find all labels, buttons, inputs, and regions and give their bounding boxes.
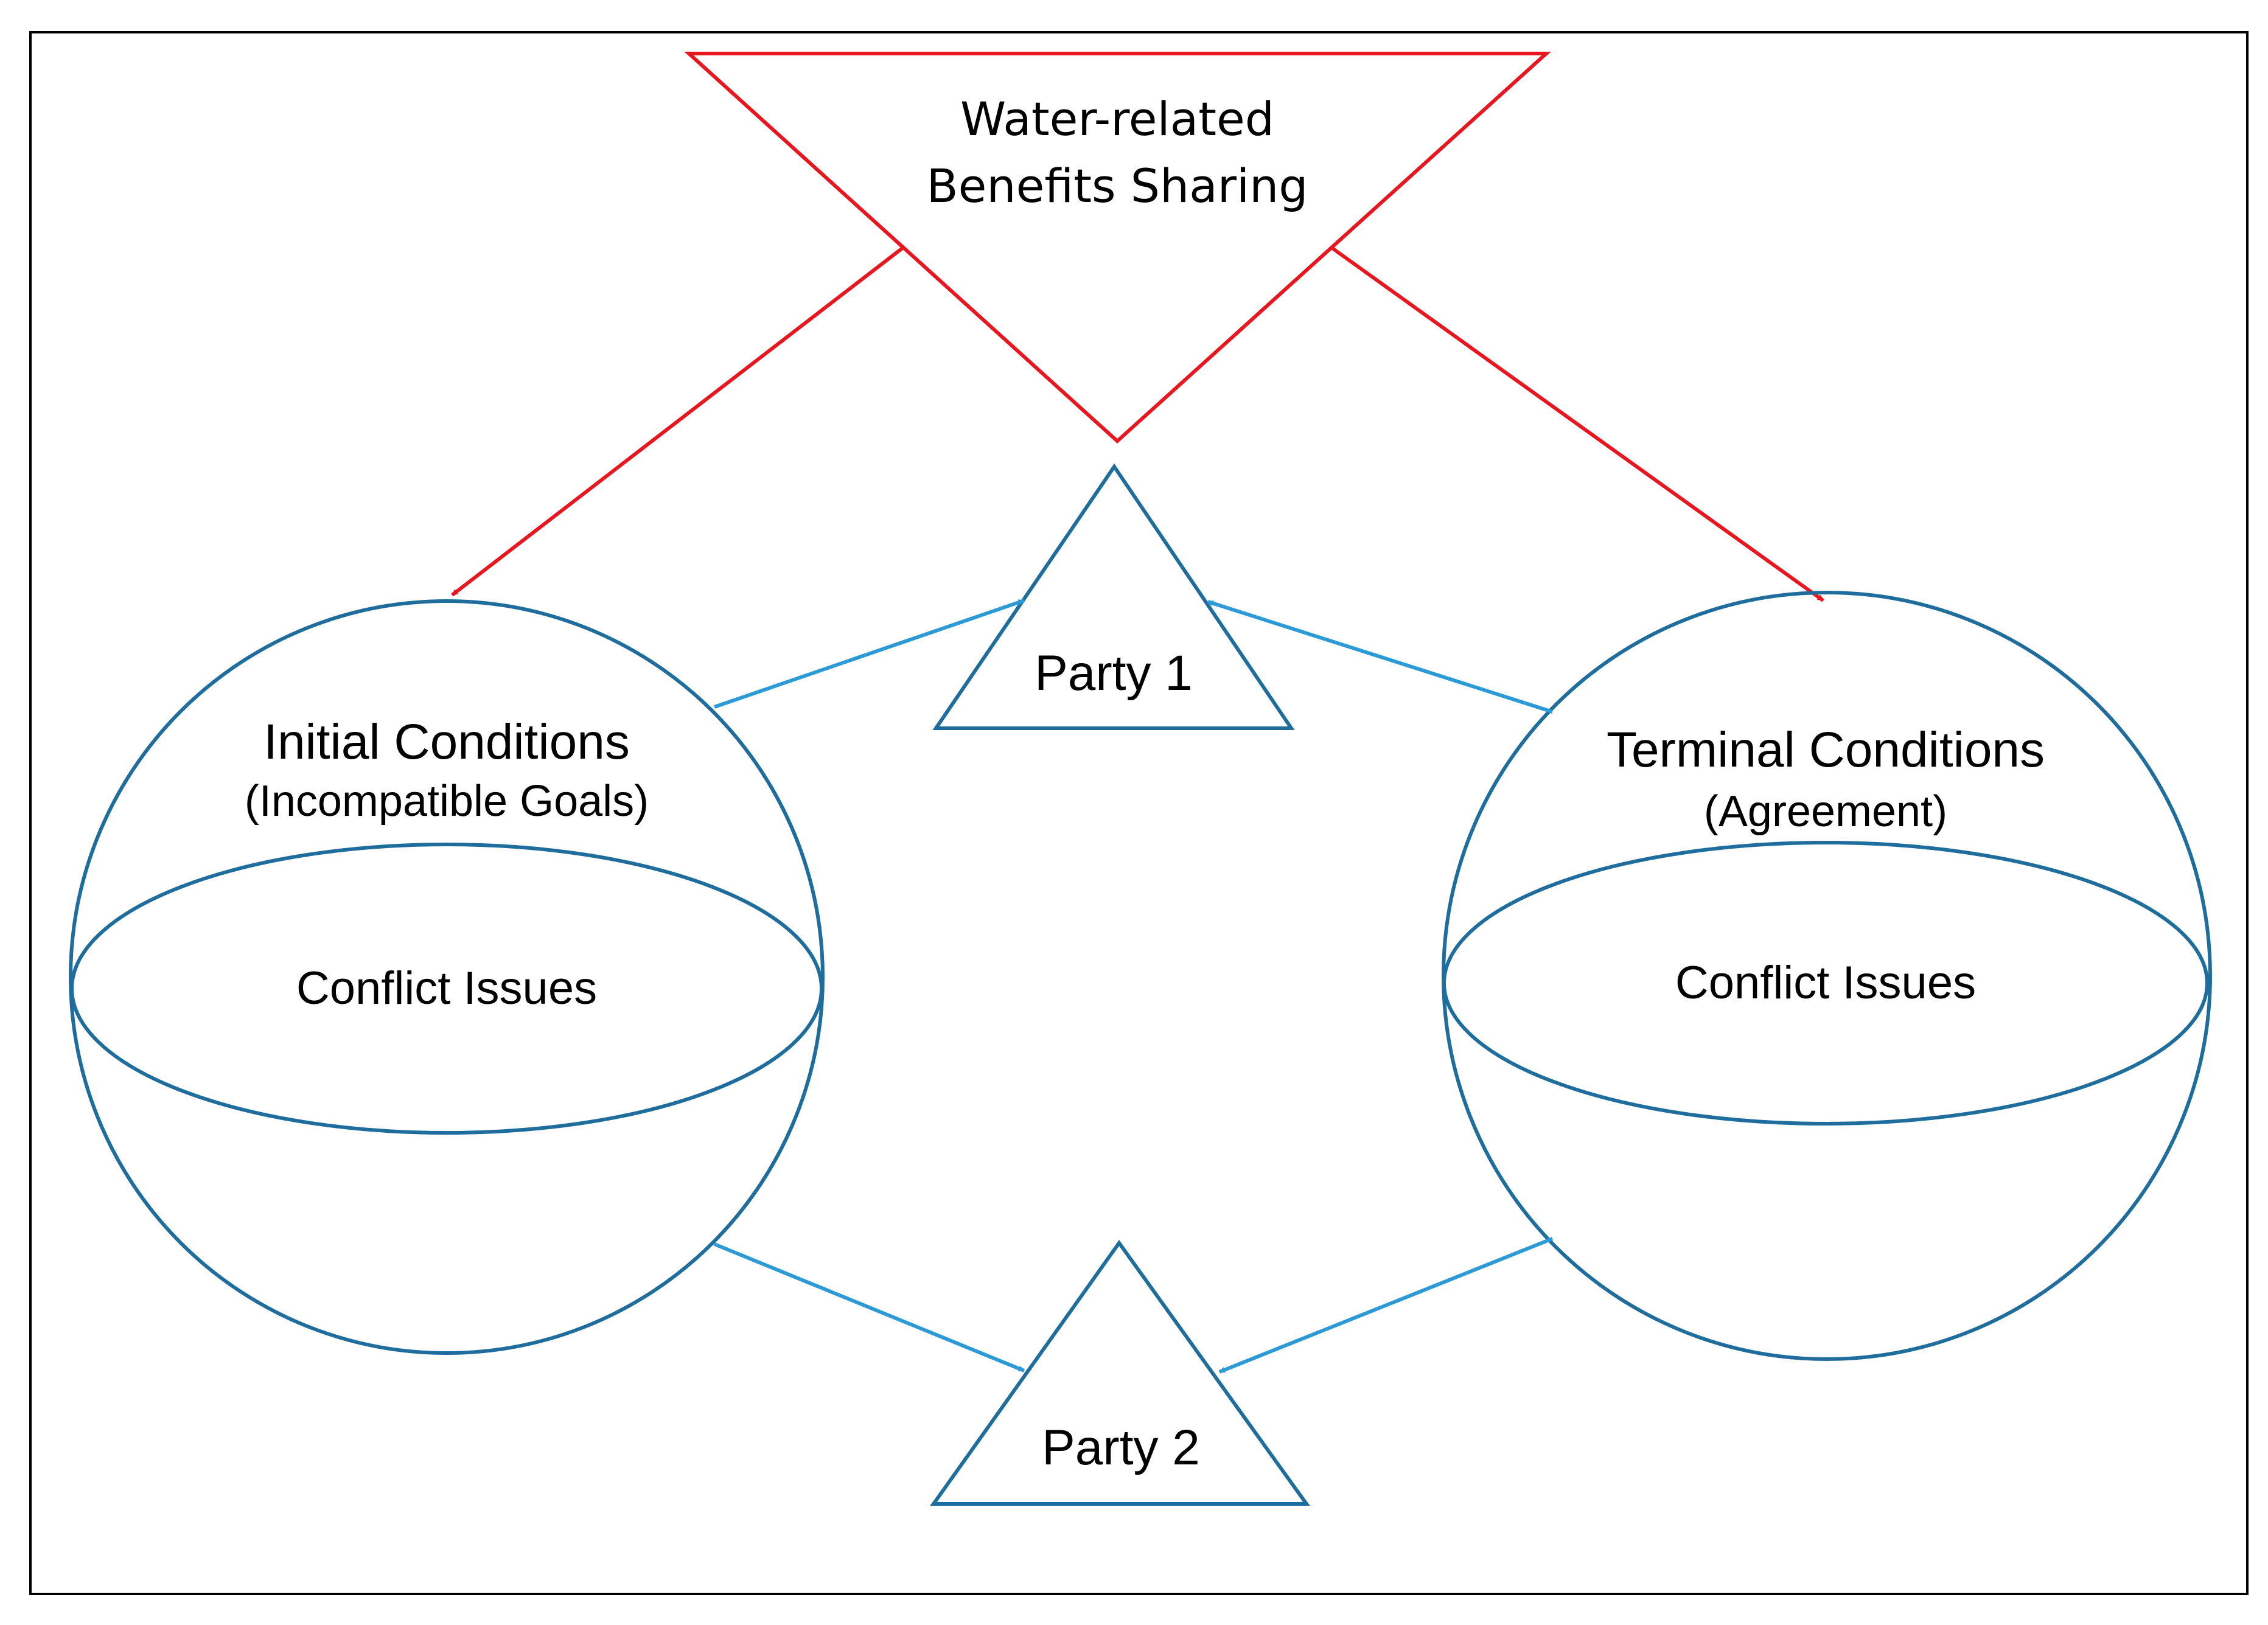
- initial-conditions-sphere: Initial Conditions (Incompatible Goals) …: [69, 599, 825, 1355]
- initial-to-party2-arrow: [713, 1242, 1025, 1373]
- terminal-title: Terminal Conditions: [1607, 722, 2045, 778]
- party2-triangle: [930, 1239, 1310, 1506]
- initial-subtitle: (Incompatible Goals): [245, 777, 649, 826]
- initial-sphere-equator: [70, 843, 823, 1135]
- initial-title: Initial Conditions: [263, 714, 630, 770]
- benefit-arrow-to-terminal: [1330, 246, 1824, 602]
- party1-label: Party 1: [1035, 645, 1193, 701]
- initial-issues: Conflict Issues: [296, 962, 597, 1014]
- terminal-to-party1-arrow: [1207, 600, 1553, 714]
- terminal-issues: Conflict Issues: [1675, 957, 1976, 1009]
- initial-to-party1-arrow: [714, 599, 1025, 709]
- terminal-to-party2-arrow: [1218, 1237, 1554, 1374]
- party1-triangle: [932, 463, 1295, 730]
- benefits-label-line1: Water-related: [960, 92, 1274, 146]
- terminal-conditions-sphere: Terminal Conditions (Agreement) Conflict…: [1442, 591, 2212, 1361]
- terminal-sphere-equator: [1442, 841, 2209, 1126]
- terminal-subtitle: (Agreement): [1704, 787, 1947, 836]
- diagram-frame: [29, 31, 2249, 1595]
- initial-sphere-outline: [69, 599, 825, 1355]
- benefits-label-line2: Benefits Sharing: [927, 159, 1308, 213]
- party2-label: Party 2: [1042, 1420, 1200, 1475]
- benefit-arrow-to-initial: [451, 246, 904, 597]
